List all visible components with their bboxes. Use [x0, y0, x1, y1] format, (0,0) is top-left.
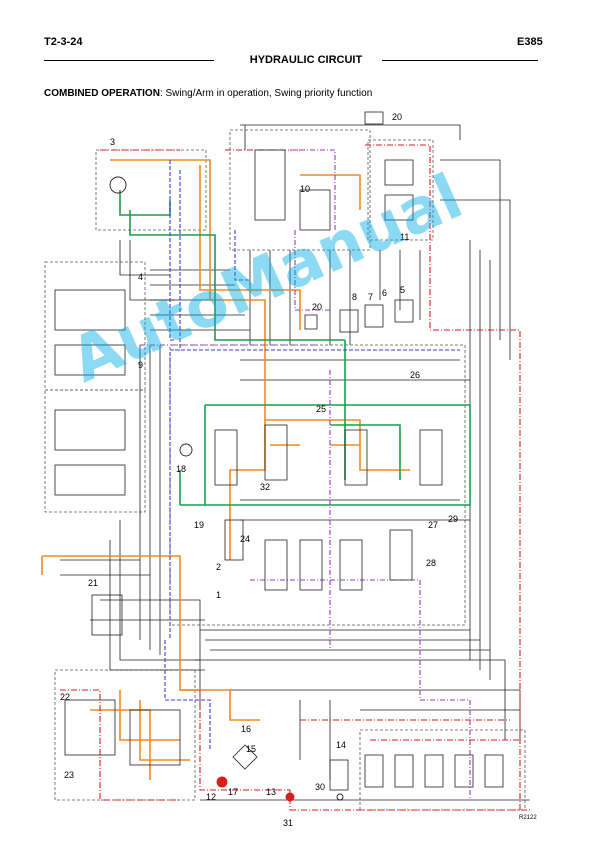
pressure-switch-6	[394, 299, 414, 323]
callout-17: 17	[228, 787, 238, 797]
callout-labels: 3 4 9 20 10 11 20 8 7 6 5 26 25 32 18 19…	[60, 112, 458, 828]
pressure-switch-8	[339, 309, 359, 333]
figure-reference: R2122	[519, 815, 537, 821]
travel-valve-a	[384, 159, 414, 186]
callout-21: 21	[88, 578, 98, 588]
callout-25: 25	[316, 404, 326, 414]
main-pump-1	[64, 699, 116, 756]
callout-28: 28	[426, 558, 436, 568]
solenoid-valve-21	[91, 594, 123, 636]
callout-31: 31	[283, 818, 293, 828]
pilot-valve-box-lower	[44, 389, 146, 513]
callout-9: 9	[138, 360, 143, 370]
callout-20b: 20	[312, 302, 322, 312]
actuator-bank-box	[359, 729, 526, 811]
travel-valve-b	[384, 194, 414, 221]
callout-32: 32	[260, 482, 270, 492]
callout-13: 13	[266, 787, 276, 797]
callout-15: 15	[246, 744, 256, 754]
callout-1: 1	[216, 590, 221, 600]
callout-27: 27	[428, 520, 438, 530]
callout-4: 4	[138, 272, 143, 282]
callout-12: 12	[206, 792, 216, 802]
port-31-marker	[285, 792, 295, 802]
callout-14: 14	[336, 740, 346, 750]
page-code: T2-3-24	[44, 36, 83, 48]
callout-5: 5	[400, 285, 405, 295]
callout-19: 19	[194, 520, 204, 530]
spool-valve-5	[264, 539, 288, 591]
actuator-6	[329, 759, 349, 791]
actuator-5	[484, 754, 504, 788]
callout-22: 22	[60, 692, 70, 702]
actuator-2	[394, 754, 414, 788]
pressure-sensor-20b	[304, 314, 318, 330]
signal-lines	[140, 149, 471, 800]
solenoid-block-box	[229, 129, 371, 251]
round-symbols	[109, 176, 344, 802]
pilot-block-b	[54, 344, 126, 376]
port-30-marker	[336, 793, 344, 801]
diagram-subtitle: COMBINED OPERATION: Swing/Arm in operati…	[44, 88, 372, 99]
solenoid-stack-a	[254, 149, 286, 221]
spool-valve-8	[224, 519, 244, 561]
spool-valve-6	[299, 539, 323, 591]
spool-valve-2	[264, 424, 288, 481]
callout-2: 2	[216, 562, 221, 572]
spool-valve-4	[419, 429, 443, 486]
filter-symbol	[232, 744, 258, 770]
main-pump-2	[129, 709, 181, 766]
drain-lines	[164, 160, 460, 750]
pilot-block-d	[54, 464, 126, 496]
pump-regulator-box	[95, 149, 207, 231]
callout-11: 11	[400, 232, 409, 242]
section-title: HYDRAULIC CIRCUIT	[249, 54, 363, 66]
callout-30: 30	[315, 782, 325, 792]
travel-valve-box	[367, 139, 434, 241]
callout-7: 7	[368, 292, 373, 302]
component-symbols	[54, 111, 504, 791]
pilot-block-a	[54, 289, 126, 331]
callout-20a: 20	[392, 112, 402, 122]
pump-motor-symbol	[109, 176, 127, 194]
model-code: E385	[517, 36, 543, 48]
callout-3: 3	[110, 137, 115, 147]
actuator-3	[424, 754, 444, 788]
check-valve-18	[179, 443, 193, 457]
subtitle-bold: COMBINED OPERATION	[44, 88, 160, 99]
spool-valve-9	[389, 529, 413, 581]
callout-24: 24	[240, 534, 250, 544]
callout-29: 29	[448, 514, 458, 524]
spool-valve-3	[344, 429, 368, 486]
header-rule-left	[44, 60, 214, 61]
actuator-4	[454, 754, 474, 788]
callout-23: 23	[64, 770, 74, 780]
callout-8: 8	[352, 292, 357, 302]
spool-valve-7	[339, 539, 363, 591]
callout-10: 10	[300, 184, 310, 194]
pressure-switch-7	[364, 304, 384, 328]
pilot-lines	[119, 190, 471, 506]
pilot-block-c	[54, 409, 126, 451]
spool-valve-1	[214, 429, 238, 486]
header-rule-right	[382, 60, 538, 61]
callout-16: 16	[241, 724, 251, 734]
port-12-marker	[216, 776, 228, 788]
callout-18: 18	[176, 464, 186, 474]
callout-26: 26	[410, 370, 420, 380]
callout-6: 6	[382, 288, 387, 298]
actuator-1	[364, 754, 384, 788]
subtitle-rest: : Swing/Arm in operation, Swing priority…	[159, 88, 373, 99]
solenoid-stack-b	[299, 189, 331, 231]
pressure-sensor-20	[364, 111, 384, 125]
